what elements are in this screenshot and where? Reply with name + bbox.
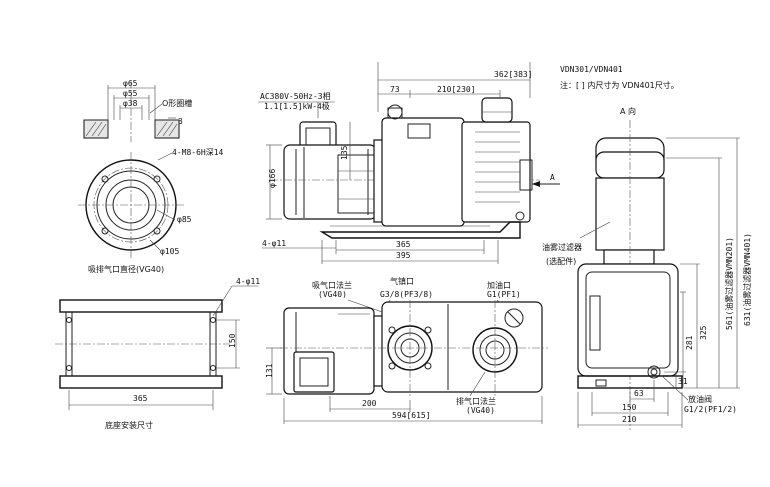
front-view: AC380V-50Hz-3相 1.1[1.5]kW-4极 φ166 135 xyxy=(258,62,560,264)
gas-ballast-label: 气镇口 xyxy=(390,276,414,286)
dim-73: 73 xyxy=(390,85,400,94)
gas-ballast-spec: G3/8(PF3/8) xyxy=(380,290,433,299)
view-a-title: A 向 xyxy=(620,106,636,116)
dim-200: 200 xyxy=(362,399,377,408)
top-view: 吸气口法兰 (VG40) 气镇口 G3/8(PF3/8) 加油口 G1(PF1) xyxy=(265,276,548,424)
mist-filter-label: 油雾过滤器 xyxy=(542,242,582,252)
dim-210-side: 210 xyxy=(622,415,637,424)
dim-total-362: 362[383] xyxy=(494,70,533,79)
power-spec: AC380V-50Hz-3相 xyxy=(260,91,331,101)
oil-fill-spec: G1(PF1) xyxy=(487,290,521,299)
dim-135: 135 xyxy=(340,145,349,160)
inlet-label: 吸气口法兰 xyxy=(312,280,352,290)
dim-281: 281 xyxy=(685,335,694,350)
base-dim-365: 365 xyxy=(133,394,148,403)
dim-150: 150 xyxy=(622,403,637,412)
inlet-vg: (VG40) xyxy=(318,290,347,299)
model-name: VDN301/VDN401 xyxy=(560,65,623,74)
base-dim-150: 150 xyxy=(228,333,237,348)
view-arrow-a: A xyxy=(550,173,555,182)
dim-phi166: φ166 xyxy=(268,169,277,188)
dimension-note: 注：[ ] 内尺寸为 VDN401尺寸。 xyxy=(560,80,679,90)
outlet-label: 排气口法兰 xyxy=(456,396,496,406)
dim-63: 63 xyxy=(634,389,644,398)
dim-31: 31 xyxy=(678,377,688,386)
dim-561: 561(油雾过滤器VMN201) xyxy=(724,237,734,330)
dim-phi85: φ85 xyxy=(177,215,192,224)
dim-395: 395 xyxy=(396,251,411,260)
flange-view: φ65 φ55 φ38 O形圈槽 3 4-M8-6H深14 φ85 φ105 吸… xyxy=(78,79,224,274)
dim-total-594: 594[615] xyxy=(392,411,431,420)
dim-325: 325 xyxy=(699,325,708,340)
bolt-spec: 4-M8-6H深14 xyxy=(172,148,224,157)
dim-depth-3: 3 xyxy=(178,117,183,126)
dim-131: 131 xyxy=(265,363,274,378)
dim-phi105: φ105 xyxy=(160,247,179,256)
dim-210: 210[230] xyxy=(437,85,476,94)
drain-valve-spec: G1/2(PF1/2) xyxy=(684,405,737,414)
flange-caption: 吸排气口直径(VG40) xyxy=(88,264,164,274)
base-caption: 底座安装尺寸 xyxy=(105,420,153,430)
outlet-vg: (VG40) xyxy=(466,406,495,415)
dim-phi38: φ38 xyxy=(123,99,138,108)
dim-phi65: φ65 xyxy=(123,79,138,88)
base-holes: 4-φ11 xyxy=(236,277,260,286)
dim-phi55: φ55 xyxy=(123,89,138,98)
dim-365: 365 xyxy=(396,240,411,249)
o-ring-groove-label: O形圈槽 xyxy=(162,98,192,108)
drain-valve-label: 放油阀 xyxy=(688,394,712,404)
front-holes: 4-φ11 xyxy=(262,239,286,248)
mist-filter-note: (选配件) xyxy=(546,256,576,266)
base-view: 4-φ11 150 365 底座安装尺寸 xyxy=(55,277,260,430)
oil-fill-label: 加油口 xyxy=(487,280,511,290)
dim-631: 631(油雾过滤器VMN401) xyxy=(742,233,752,326)
power-spec-2: 1.1[1.5]kW-4极 xyxy=(264,101,330,111)
side-view: VDN301/VDN401 注：[ ] 内尺寸为 VDN401尺寸。 A 向 油… xyxy=(542,65,752,430)
